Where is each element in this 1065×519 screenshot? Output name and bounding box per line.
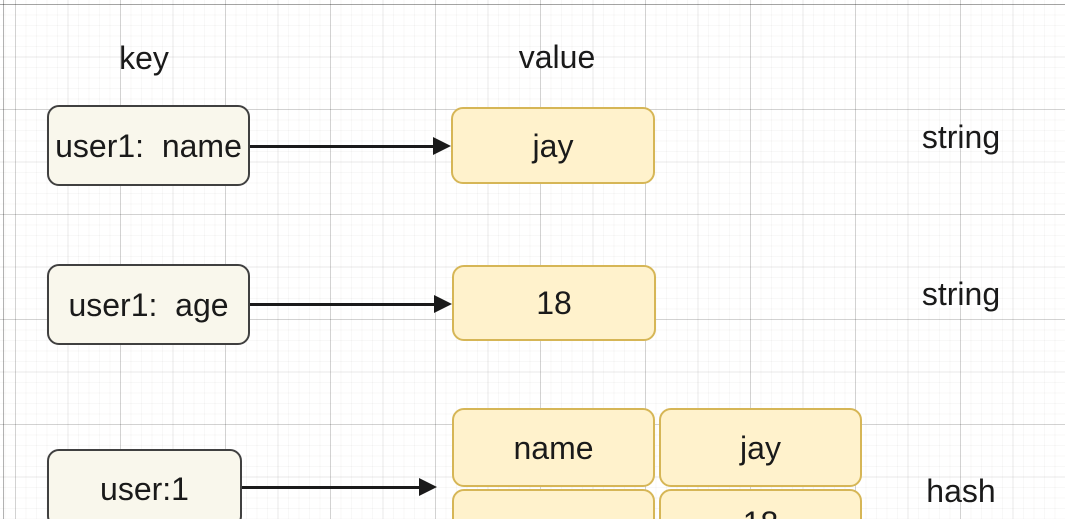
page-border-left [3, 0, 4, 519]
arrow-user1-age-icon [250, 295, 452, 313]
key-box-user1-name: user1: name [47, 105, 250, 186]
hash-value-box-18: 18 [659, 489, 862, 519]
value-box-18: 18 [452, 265, 656, 341]
arrow-user-1-icon [242, 478, 437, 496]
value-box-jay: jay [451, 107, 655, 184]
key-box-user-1: user:1 [47, 449, 242, 519]
key-column-header: key [119, 40, 169, 76]
arrow-user1-name-icon [250, 137, 451, 155]
hash-field-box-name: name [452, 408, 655, 487]
type-label-string-2: string [921, 276, 1001, 312]
type-label-hash: hash [926, 473, 996, 509]
hash-value-box-jay: jay [659, 408, 862, 487]
value-column-header: value [518, 39, 596, 75]
key-box-user1-age: user1: age [47, 264, 250, 345]
page-border-top [0, 4, 1065, 5]
hash-field-box-hidden [452, 489, 655, 519]
type-label-string-1: string [921, 119, 1001, 155]
